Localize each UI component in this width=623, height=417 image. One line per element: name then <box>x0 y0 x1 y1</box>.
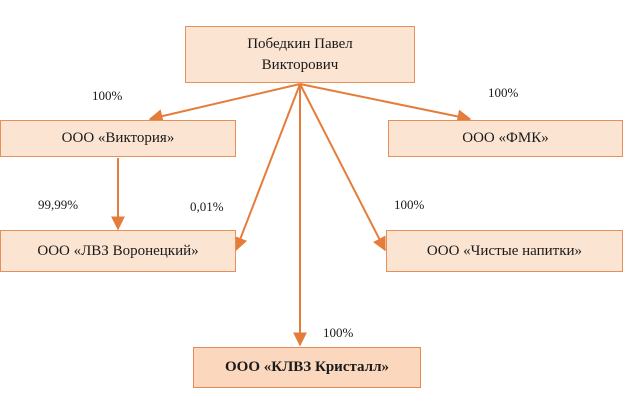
arrow-owner-to-voronetsky <box>234 83 301 252</box>
node-viktoria-label: ООО «Виктория» <box>61 130 175 146</box>
arrow-owner-to-chistye <box>299 83 386 252</box>
arrow-owner-to-viktoria <box>148 83 301 123</box>
edge-label-owner-kristall: 100% <box>323 325 354 340</box>
edge-label-owner-fmk: 100% <box>488 85 519 100</box>
node-chistye-label: ООО «Чистые напитки» <box>426 242 583 259</box>
node-voronetsky: ООО «ЛВЗ Воронецкий» <box>0 230 236 272</box>
node-kristall-label: ООО «КЛВЗ Кристалл» <box>224 359 389 375</box>
edge-label-owner-voronetsky: 0,01% <box>190 199 224 214</box>
node-fmk: ООО «ФМК» <box>388 120 623 157</box>
node-fmk-label: ООО «ФМК» <box>462 130 549 146</box>
node-voronetsky-label: ООО «ЛВЗ Воронецкий» <box>37 242 199 259</box>
node-owner: Победкин Павел Викторович <box>185 26 415 83</box>
edge-label-owner-chistye: 100% <box>394 197 425 212</box>
arrow-owner-to-fmk <box>299 83 472 124</box>
node-chistye: ООО «Чистые напитки» <box>386 230 623 272</box>
edge-label-owner-viktoria: 100% <box>92 88 123 103</box>
edge-label-viktoria-voronetsky: 99,99% <box>38 197 79 212</box>
node-kristall: ООО «КЛВЗ Кристалл» <box>193 347 421 388</box>
node-viktoria: ООО «Виктория» <box>0 120 236 157</box>
node-owner-label: Победкин Павел Викторович <box>247 35 353 73</box>
